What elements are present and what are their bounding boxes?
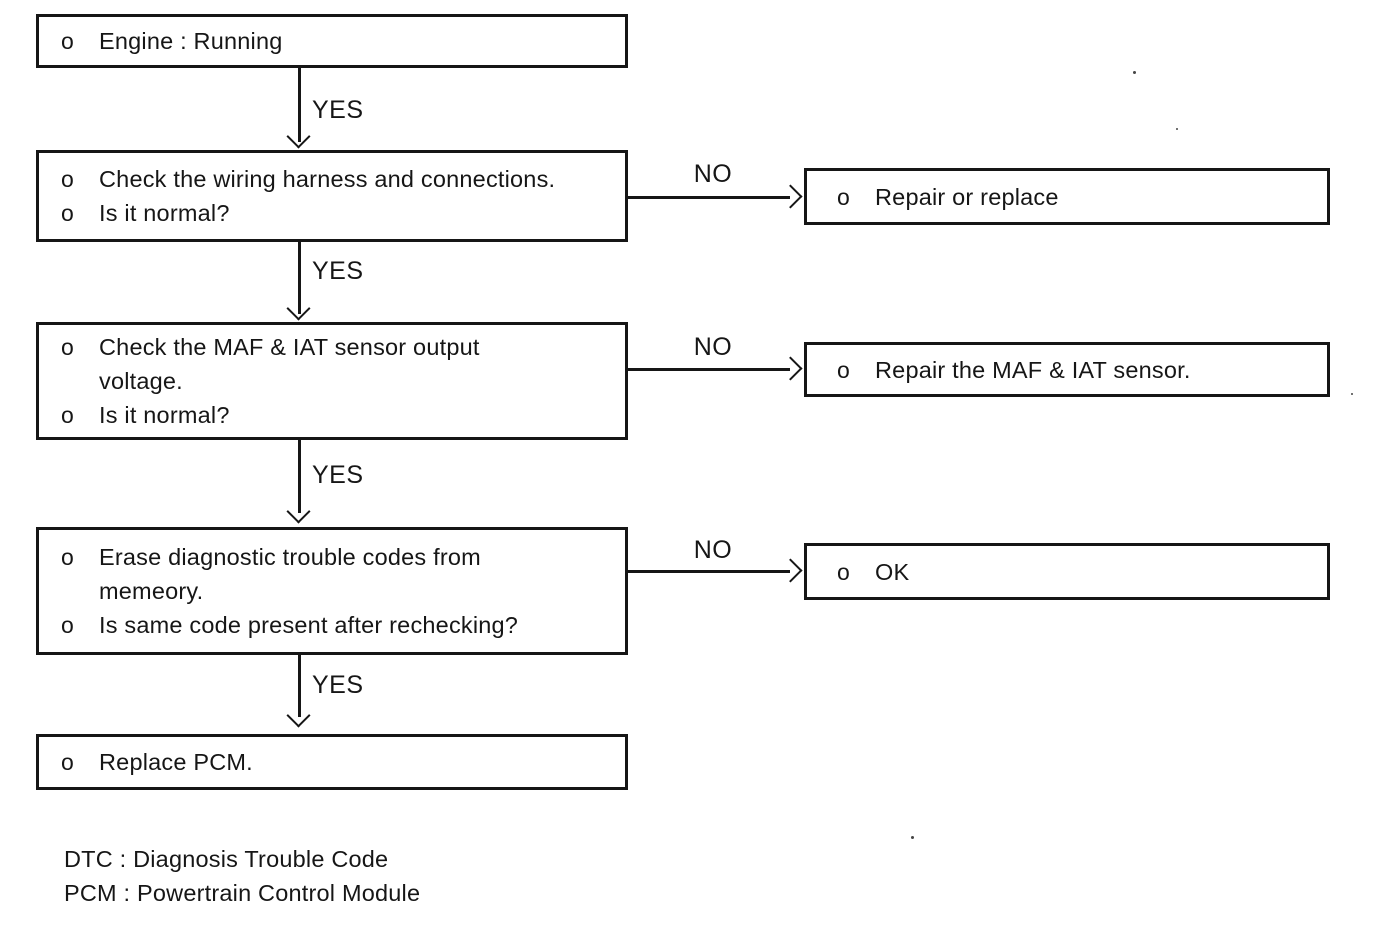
step-line: o Check the MAF & IAT sensor output xyxy=(61,330,613,364)
bullet-marker: o xyxy=(61,28,75,54)
bullet-marker: o xyxy=(61,402,75,428)
bullet-marker: o xyxy=(61,544,75,570)
bullet-marker: o xyxy=(61,334,75,360)
bullet-marker: o xyxy=(61,749,75,775)
result-line: o Repair or replace xyxy=(837,180,1315,214)
step-line: o Is same code present after rechecking? xyxy=(61,608,613,642)
yes-label-3: YES xyxy=(312,461,364,489)
yes-label-1: YES xyxy=(312,96,364,124)
step-text: Engine : Running xyxy=(99,28,283,54)
no-connector-1-line xyxy=(628,196,790,199)
abbreviation-legend: DTC : Diagnosis Trouble Code PCM : Power… xyxy=(64,842,420,910)
yes-label-2: YES xyxy=(312,257,364,285)
no-label-3: NO xyxy=(693,536,733,564)
step-text: Check the MAF & IAT sensor output xyxy=(99,334,480,360)
arrowhead-down-icon xyxy=(286,499,311,524)
scan-speck xyxy=(1176,128,1178,130)
yes-connector-2-line xyxy=(298,242,301,314)
legend-dtc: DTC : Diagnosis Trouble Code xyxy=(64,846,389,872)
step-text: Erase diagnostic trouble codes from xyxy=(99,544,481,570)
bullet-marker: o xyxy=(837,356,851,383)
scan-speck xyxy=(299,659,301,661)
flow-result-ok: o OK xyxy=(804,543,1330,600)
flow-step-replace-pcm: o Replace PCM. xyxy=(36,734,628,790)
scan-speck xyxy=(1351,393,1353,395)
step-text: Is it normal? xyxy=(99,402,230,428)
bullet-marker: o xyxy=(61,200,75,226)
arrowhead-down-icon xyxy=(286,703,311,728)
step-text: Replace PCM. xyxy=(99,749,253,775)
legend-pcm: PCM : Powertrain Control Module xyxy=(64,880,421,906)
flow-step-check-wiring: o Check the wiring harness and connectio… xyxy=(36,150,628,242)
no-label-1: NO xyxy=(693,160,733,188)
scan-speck xyxy=(1133,71,1136,74)
result-line: o OK xyxy=(837,555,1315,589)
step-text: voltage. xyxy=(99,368,183,394)
step-line: o Is it normal? xyxy=(61,398,613,432)
arrowhead-down-icon xyxy=(286,124,311,149)
step-text: memeory. xyxy=(99,578,204,604)
step-line: o Is it normal? xyxy=(61,196,613,230)
bullet-marker: o xyxy=(61,612,75,638)
arrowhead-right-icon xyxy=(778,184,803,209)
result-text: Repair or replace xyxy=(875,183,1059,210)
arrowhead-right-icon xyxy=(778,356,803,381)
flow-step-check-maf-iat: o Check the MAF & IAT sensor output volt… xyxy=(36,322,628,440)
yes-connector-3-line xyxy=(298,440,301,513)
bullet-marker: o xyxy=(61,166,75,192)
no-connector-2-line xyxy=(628,368,790,371)
step-line: o Engine : Running xyxy=(61,24,613,58)
step-line-wrap: voltage. xyxy=(61,364,613,398)
arrowhead-right-icon xyxy=(778,558,803,583)
result-text: Repair the MAF & IAT sensor. xyxy=(875,356,1191,383)
step-text: Check the wiring harness and connections… xyxy=(99,166,556,192)
arrowhead-down-icon xyxy=(286,296,311,321)
step-line: o Erase diagnostic trouble codes from xyxy=(61,540,613,574)
yes-label-4: YES xyxy=(312,671,364,699)
step-line: o Replace PCM. xyxy=(61,745,613,779)
no-label-2: NO xyxy=(693,333,733,361)
step-line: o Check the wiring harness and connectio… xyxy=(61,162,613,196)
yes-connector-1-line xyxy=(298,68,301,142)
bullet-marker: o xyxy=(837,558,851,585)
step-line-wrap: memeory. xyxy=(61,574,613,608)
scan-speck xyxy=(911,836,914,839)
no-connector-3-line xyxy=(628,570,790,573)
yes-connector-4-line xyxy=(298,655,301,717)
result-line: o Repair the MAF & IAT sensor. xyxy=(837,353,1315,387)
step-text: Is it normal? xyxy=(99,200,230,226)
flow-result-repair-maf-iat: o Repair the MAF & IAT sensor. xyxy=(804,342,1330,397)
flow-step-erase-dtc: o Erase diagnostic trouble codes from me… xyxy=(36,527,628,655)
step-text: Is same code present after rechecking? xyxy=(99,612,519,638)
flow-result-repair-or-replace: o Repair or replace xyxy=(804,168,1330,225)
bullet-marker: o xyxy=(837,183,851,210)
flow-step-engine-running: o Engine : Running xyxy=(36,14,628,68)
result-text: OK xyxy=(875,558,910,585)
